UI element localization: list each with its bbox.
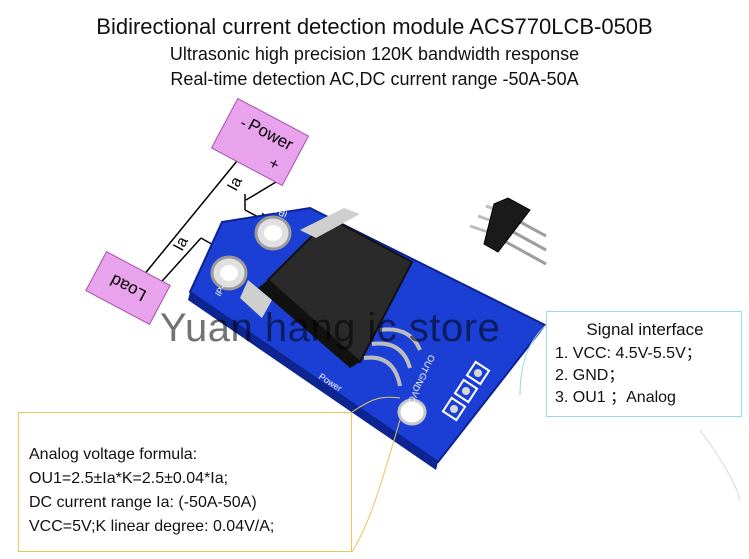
signal-callout-line	[519, 324, 547, 396]
load-label: Load	[85, 250, 171, 326]
pin-header	[469, 197, 547, 266]
power-label-box	[210, 97, 310, 187]
mounting-hole	[397, 398, 427, 426]
ic-lead-3	[363, 355, 402, 387]
current-label-upper: Ia	[225, 174, 246, 194]
pcb-edge	[188, 292, 438, 470]
signal-item-out: 3. OU1 ；Analog	[555, 389, 676, 406]
wire-power-to-load	[133, 149, 247, 288]
formula-line-1: Analog voltage formula:	[29, 446, 198, 463]
wire-power-plus	[245, 181, 277, 201]
pin-header-stub-3	[469, 224, 489, 234]
page-title: Bidirectional current detection module A…	[96, 14, 653, 39]
ic-lead-2	[371, 341, 412, 369]
ic-tab-bottom	[240, 280, 272, 318]
ic-side	[258, 280, 360, 368]
header-pads	[441, 360, 491, 422]
signal-interface-title: Signal interface	[586, 320, 704, 339]
sensor-ic	[240, 208, 422, 387]
shadow-line	[699, 429, 741, 501]
header-pad-gnd	[453, 378, 479, 404]
formula-callout-line	[351, 396, 401, 413]
header-pad-gnd-hole	[462, 387, 470, 395]
load-label-box	[85, 250, 171, 326]
formula-callout-line-2	[351, 419, 401, 553]
header: Bidirectional current detection module A…	[0, 12, 749, 92]
formula-line-3: DC current range Ia: (-50A-50A)	[29, 494, 257, 511]
pad-ip-minus-label: IP-	[213, 283, 227, 298]
watermark: Yuan hang ic store	[160, 306, 501, 350]
signal-item-gnd: 2. GND；	[555, 367, 625, 384]
pad-ip-plus-hole	[264, 225, 282, 241]
subtitle-line-1: Ultrasonic high precision 120K bandwidth…	[169, 44, 580, 64]
signal-item-vcc: 1. VCC: 4.5V-5.5V；	[555, 345, 702, 362]
formula-line-2: OU1=2.5±Ia*K=2.5±0.04*Ia;	[29, 470, 229, 487]
ic-body	[266, 216, 414, 364]
header-pad-out-hole	[474, 369, 482, 377]
pad-ip-plus-label: IP+	[272, 205, 288, 219]
header-pad-out	[465, 360, 491, 386]
subtitle-line-2: Real-time detection AC,DC current range …	[170, 69, 579, 89]
formula-box: Analog voltage formula: OU1=2.5±Ia*K=2.5…	[18, 412, 352, 552]
power-label: Power - +	[210, 97, 310, 187]
ic-tab-top	[300, 208, 360, 238]
header-pad-vcc	[441, 396, 467, 422]
header-pad-vcc-hole	[450, 405, 458, 413]
ic-lead-1	[379, 327, 422, 351]
formula-line-4: VCC=5V;K linear degree: 0.04V/A;	[29, 518, 275, 535]
signal-interface-box: Signal interface 1. VCC: 4.5V-5.5V； 2. G…	[546, 311, 742, 417]
pad-ip-minus-hole	[220, 265, 238, 281]
pin-header-housing	[483, 197, 531, 253]
